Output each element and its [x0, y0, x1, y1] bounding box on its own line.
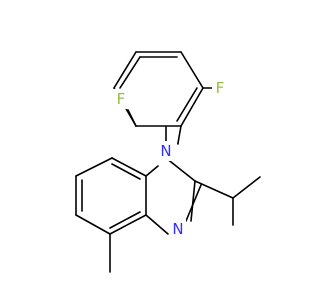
bond [119, 56, 141, 89]
structure-diagram: F F N N [75, 51, 261, 273]
fluorine-label: F [117, 90, 126, 108]
nitrogen-label: N [160, 142, 171, 160]
bond [180, 51, 204, 89]
nitrogen-label: N [172, 220, 183, 238]
bond [165, 157, 196, 182]
bond [176, 87, 198, 122]
bond [111, 157, 147, 177]
bond [180, 87, 204, 127]
atom-label-n-top: N [158, 141, 174, 161]
bond [75, 157, 113, 177]
bond [111, 163, 141, 180]
bond [185, 184, 202, 222]
bond [75, 214, 111, 235]
bond [190, 180, 196, 222]
bond [127, 109, 137, 127]
bond [109, 211, 141, 229]
bond [109, 214, 147, 235]
bond [145, 214, 169, 235]
bond [177, 125, 182, 144]
fluorine-label: F [216, 79, 225, 97]
bond [145, 165, 159, 177]
bond [113, 51, 137, 89]
bond [232, 176, 261, 199]
atom-label-f-left: F [113, 89, 129, 109]
atom-label-f-right: F [212, 78, 228, 98]
atom-label-n-bottom: N [170, 219, 186, 239]
bond [194, 180, 234, 199]
